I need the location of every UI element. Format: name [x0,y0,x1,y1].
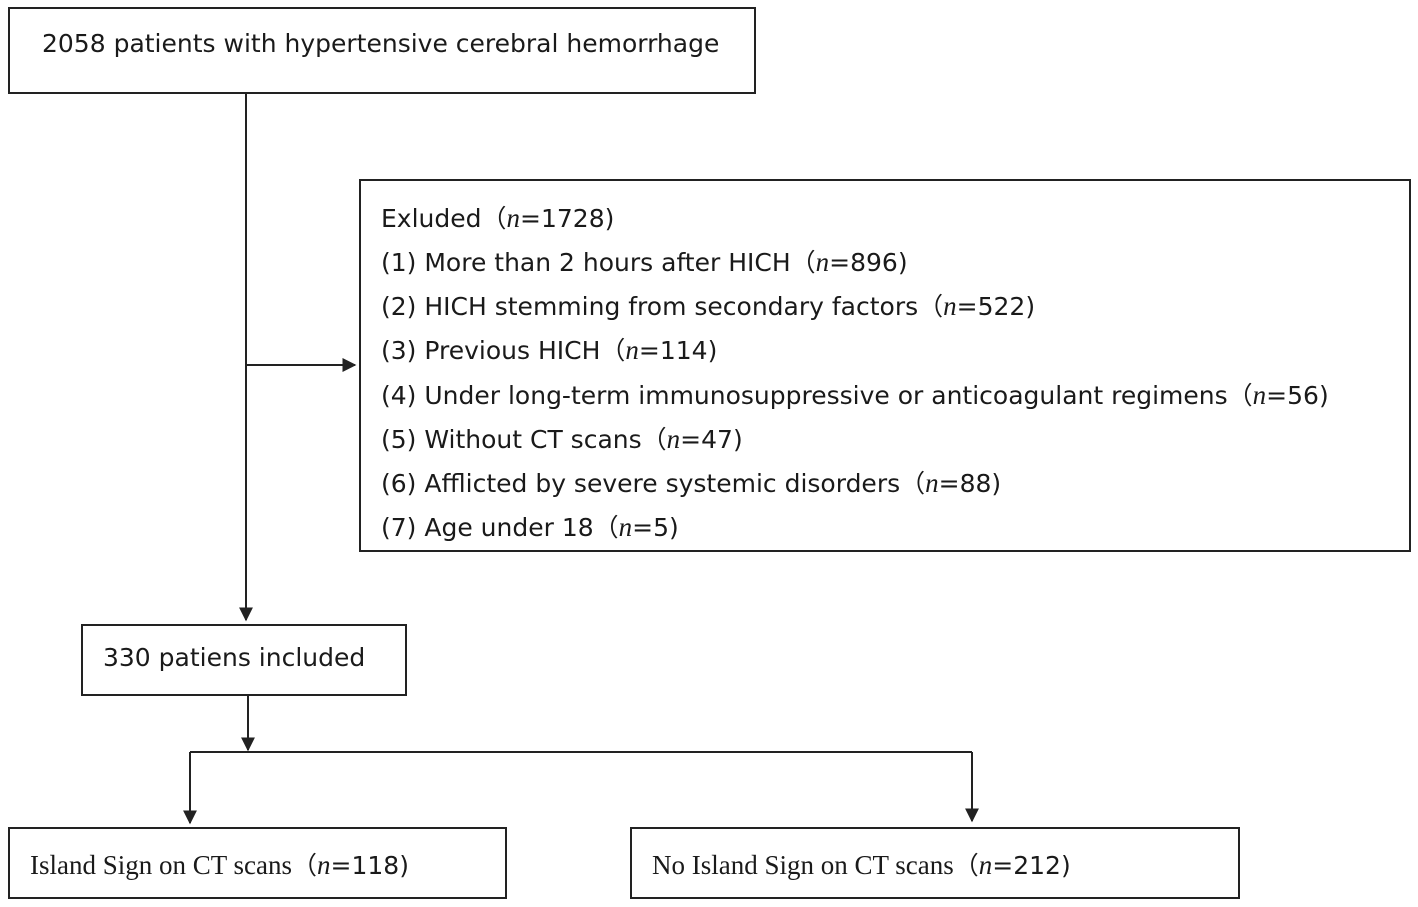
included-text: 330 patiens included [103,643,366,672]
exclusion-item-6: (6) Afflicted by severe systemic disorde… [381,468,1002,498]
no-island-sign-value: =212 [992,851,1061,880]
included-box: 330 patiens included [81,624,407,696]
island-sign-box: Island Sign on CT scans（n=118) [8,827,507,899]
no-island-sign-n: n [978,850,993,880]
exclusion-item-2: (2) HICH stemming from secondary factors… [381,291,1036,321]
exclusion-item-1: (1) More than 2 hours after HICH（n=896) [381,247,908,277]
excluded-box: Exluded（n=1728) (1) More than 2 hours af… [359,179,1411,552]
excluded-header-label: Exluded [381,204,482,233]
island-sign-text: Island Sign on CT scans（n=118) [30,850,409,880]
excluded-header-n: n [506,203,521,233]
excluded-header-value: =1728 [520,204,605,233]
exclusion-item-5: (5) Without CT scans（n=47) [381,424,743,454]
island-sign-n: n [317,850,331,880]
exclusion-item-3: (3) Previous HICH（n=114) [381,335,718,365]
total-patients-text: 2058 patients with hypertensive cerebral… [42,29,720,58]
excluded-header: Exluded（n=1728) [381,203,615,233]
exclusion-item-4: (4) Under long-term immunosuppressive or… [381,380,1329,410]
exclusion-item-7: (7) Age under 18（n=5) [381,512,679,542]
no-island-sign-box: No Island Sign on CT scans（n=212) [630,827,1240,899]
island-sign-label: Island Sign on CT scans [30,850,292,880]
total-patients-box: 2058 patients with hypertensive cerebral… [8,7,756,94]
island-sign-value: =118 [330,851,400,880]
no-island-sign-label: No Island Sign on CT scans [652,850,954,880]
no-island-sign-text: No Island Sign on CT scans（n=212) [652,850,1071,880]
